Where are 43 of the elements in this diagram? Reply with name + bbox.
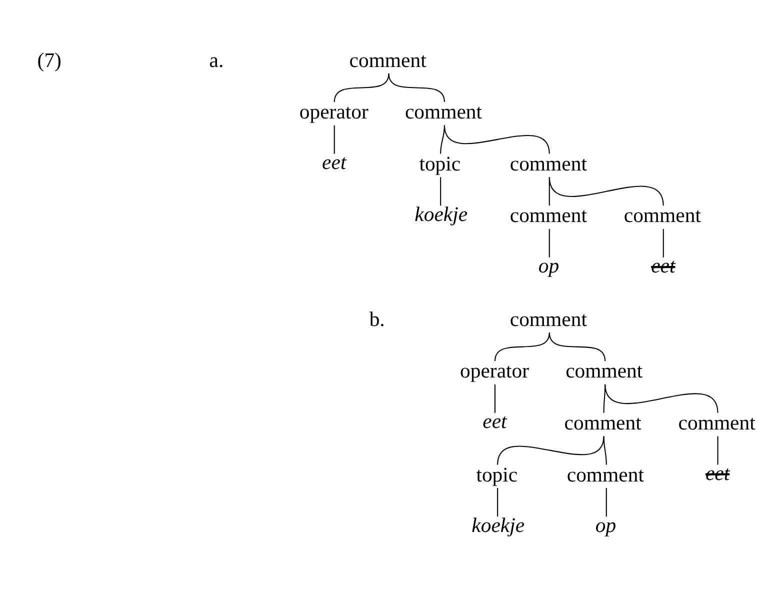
node-text: eet — [482, 411, 506, 434]
connector — [716, 436, 718, 465]
node-text: operator — [460, 360, 529, 383]
connector — [496, 488, 498, 516]
node-text: eet — [650, 256, 675, 278]
node-text: comment — [678, 412, 755, 434]
node-text: koekje — [414, 204, 468, 226]
connector — [440, 177, 441, 206]
node-text: topic — [418, 153, 460, 176]
node-text: koekje — [471, 514, 524, 537]
node-text: comment — [566, 464, 644, 486]
connector — [388, 73, 444, 102]
node-text: eet — [322, 152, 346, 174]
node-text: comment — [509, 308, 586, 331]
node-text: comment — [348, 50, 426, 72]
connector — [494, 384, 495, 413]
node-text: comment — [623, 205, 700, 228]
node-text: comment — [509, 205, 586, 228]
connector — [602, 384, 606, 413]
connector — [602, 436, 606, 465]
node-text: eet — [704, 462, 730, 485]
connector — [548, 177, 664, 206]
node-text: comment — [509, 153, 586, 176]
label: a. — [208, 50, 224, 72]
connector — [548, 228, 550, 258]
connector — [333, 125, 334, 154]
node-text: comment — [564, 412, 641, 434]
node-text: comment — [565, 360, 642, 383]
label: b. — [368, 308, 384, 331]
connector — [443, 125, 550, 154]
label: (7) — [36, 50, 61, 72]
connector — [333, 73, 389, 102]
node-text: topic — [476, 464, 518, 486]
connector — [494, 332, 550, 362]
node-text: comment — [404, 102, 482, 124]
connector — [605, 488, 606, 516]
connector — [496, 436, 604, 465]
connector — [662, 228, 664, 258]
connector — [548, 332, 606, 362]
node-text: operator — [298, 102, 368, 124]
connector — [604, 384, 718, 413]
node-text: op — [594, 514, 616, 537]
node-text: op — [538, 256, 559, 278]
